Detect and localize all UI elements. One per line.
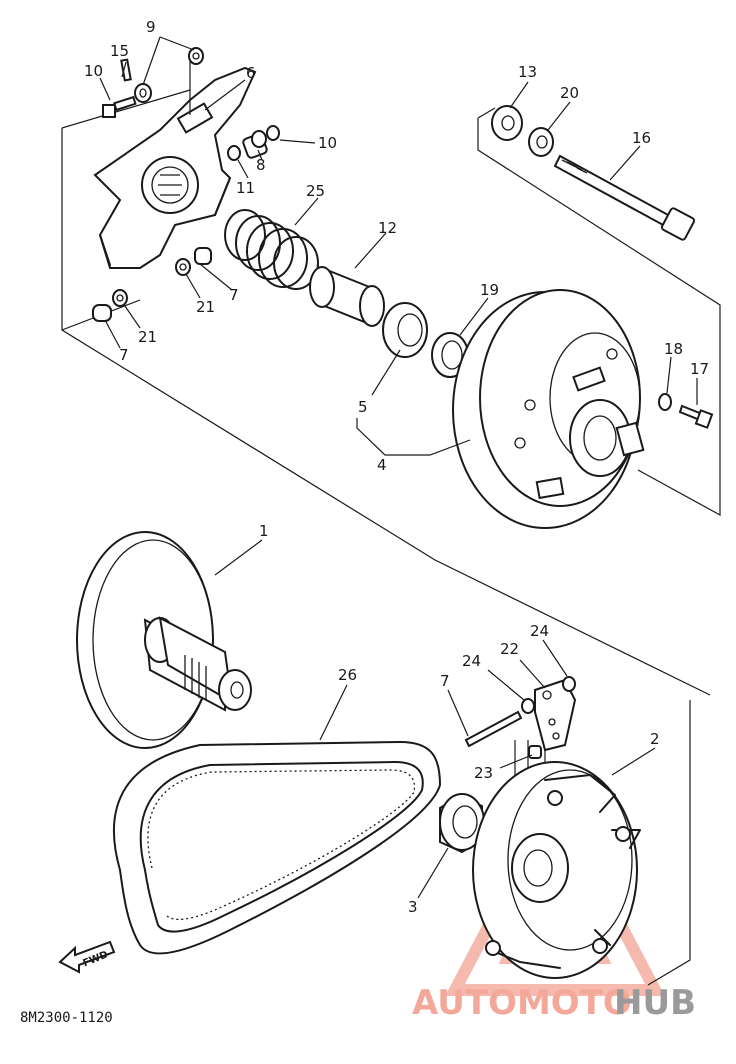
roller-7 (92, 247, 212, 322)
fixed-sheave-1 (76, 531, 252, 749)
pin-13 (120, 58, 132, 82)
diagram-code: 8M2300-1120 (20, 1010, 113, 1026)
callout-4: 4 (377, 456, 387, 474)
collar-9 (242, 130, 268, 159)
callout-24b: 24 (530, 622, 549, 640)
callout-18: 16 (632, 129, 651, 147)
washer-12 (134, 47, 204, 103)
callout-5: 5 (358, 398, 368, 416)
callout-8: 7 (440, 672, 450, 690)
callout-1: 1 (259, 522, 269, 540)
callout-14: 12 (378, 219, 397, 237)
sleeve-14 (309, 266, 385, 327)
spider-cam-plate (93, 66, 257, 269)
leader-lines (99, 36, 698, 899)
callout-2: 2 (650, 730, 660, 748)
callout-10a: 10 (318, 134, 337, 152)
assembly-frame-bolt (477, 107, 721, 517)
callout-10b: 11 (236, 179, 255, 197)
callout-9: 8 (256, 156, 266, 174)
watermark-automoto: AUTOMOTO (412, 983, 632, 1023)
bearing-3 (439, 793, 485, 854)
callout-7a: 7 (229, 286, 239, 304)
bolt-16 (678, 404, 714, 429)
callout-24a: 24 (462, 652, 481, 670)
watermark-text: AUTOMOTO HUB (412, 983, 696, 1023)
callout-19: 19 (480, 281, 499, 299)
forward-arrow-icon: FWD (58, 940, 116, 974)
callout-12: 9 (146, 18, 156, 36)
washer-21 (112, 258, 191, 307)
callout-22: 22 (500, 640, 519, 658)
callout-26: 26 (338, 666, 357, 684)
nut-17 (658, 393, 672, 411)
callout-11: 10 (84, 62, 103, 80)
screw-11 (102, 95, 137, 118)
callout-21a: 21 (196, 298, 215, 316)
callout-21b: 21 (138, 328, 157, 346)
watermark-hub: HUB (614, 983, 696, 1023)
callout-3: 3 (408, 898, 418, 916)
pin-23 (528, 745, 542, 759)
washer-24 (521, 676, 576, 714)
callout-labels: 9 15 10 6 10 8 11 25 7 21 7 21 12 5 19 4… (84, 18, 709, 916)
callout-15: 13 (518, 63, 537, 81)
spring-25 (224, 209, 319, 290)
callout-25: 25 (306, 182, 325, 200)
v-belt-26 (112, 741, 441, 955)
pin-8 (464, 710, 523, 748)
sliding-sheave-4 (452, 289, 645, 529)
callout-6: 6 (246, 64, 256, 82)
callout-23: 23 (474, 764, 493, 782)
washer-20 (528, 127, 554, 157)
callout-16: 17 (690, 360, 709, 378)
callout-17: 18 (664, 340, 683, 358)
callout-13: 15 (110, 42, 129, 60)
secondary-sheave-2 (472, 761, 641, 979)
callout-20: 20 (560, 84, 579, 102)
washer-10 (227, 125, 280, 161)
oil-seal-5 (382, 302, 428, 358)
callout-7b: 7 (119, 346, 129, 364)
bolt-18 (553, 154, 696, 241)
washer-15 (491, 105, 523, 141)
